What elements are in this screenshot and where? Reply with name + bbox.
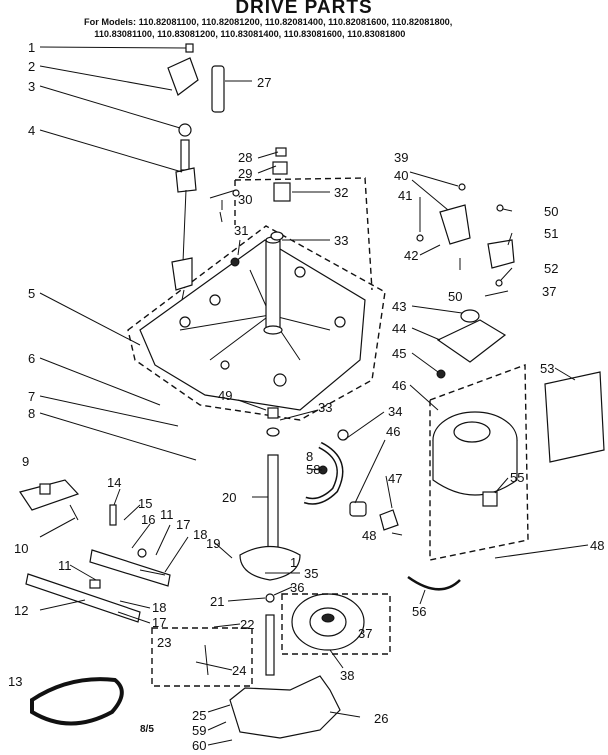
callout-51: 50 [544, 204, 558, 219]
callout-17b: 17 [152, 615, 166, 630]
callout-32: 32 [334, 185, 348, 200]
callout-20: 20 [222, 490, 236, 505]
callout-36: 36 [290, 580, 304, 595]
tube-part-27 [211, 65, 225, 113]
callout-16: 16 [141, 512, 155, 527]
callout-49b: 48 [590, 538, 604, 553]
callout-17: 17 [176, 517, 190, 532]
callout-57: 56 [412, 604, 426, 619]
diagram-title: DRIVE PARTS [235, 0, 373, 18]
callout-26: 26 [374, 711, 388, 726]
callout-33: 33 [334, 233, 348, 248]
capacitor [349, 501, 367, 517]
callout-10: 10 [14, 541, 28, 556]
agitator-shaft [239, 407, 301, 676]
callout-23: 23 [157, 635, 171, 650]
callout-12: 12 [14, 603, 28, 618]
callout-49: 48 [362, 528, 376, 543]
callout-46: 46 [392, 378, 406, 393]
motor-shield [544, 371, 605, 463]
clip-57 [407, 575, 461, 591]
callout-60: 60 [192, 738, 206, 753]
callout-9: 9 [22, 454, 29, 469]
gear-case [229, 675, 341, 739]
callout-38: 38 [340, 668, 354, 683]
callout-5: 5 [28, 286, 35, 301]
callout-3: 3 [28, 79, 35, 94]
drive-motor [432, 411, 518, 507]
callout-1: 1 [28, 40, 35, 55]
callout-48: 47 [388, 471, 402, 486]
drive-belt [30, 677, 124, 726]
callout-31: 31 [234, 223, 248, 238]
callout-27: 27 [257, 75, 271, 90]
hardware-28-33 [219, 147, 291, 267]
callout-55: 53 [540, 361, 554, 376]
callout-1b: 1 [290, 555, 297, 570]
callout-33b: 33 [318, 400, 332, 415]
motor-bracket [436, 319, 507, 363]
hose-58-inner [304, 443, 342, 504]
model-list-line-1: For Models: 110.82081100, 110.82081200, … [84, 17, 453, 27]
callout-6: 6 [28, 351, 35, 366]
model-list-line-2: 110.83081100, 110.83081200, 110.83081400… [94, 29, 406, 39]
callout-37b: 37 [542, 284, 556, 299]
callout-7: 7 [28, 389, 35, 404]
center-spindle [263, 236, 283, 335]
callout-59: 59 [192, 723, 206, 738]
callout-43: 43 [392, 299, 406, 314]
callout-14: 14 [107, 475, 121, 490]
callout-56: 55 [510, 470, 524, 485]
callout-8b: 8 [306, 449, 313, 464]
leader-lines [39, 46, 589, 746]
callout-labels: 1 2 3 4 5 6 7 8 9 10 11 12 13 14 15 16 1… [8, 40, 604, 753]
callout-52: 51 [544, 226, 558, 241]
callout-11: 11 [58, 558, 72, 573]
callout-58: 58 [306, 462, 320, 477]
callout-29: 29 [238, 166, 252, 181]
callout-28: 28 [238, 150, 252, 165]
callout-40: 40 [394, 168, 408, 183]
callout-13: 13 [8, 674, 22, 689]
callout-4: 4 [28, 123, 35, 138]
hardware-group-box [234, 177, 373, 291]
base-plate [127, 225, 386, 421]
linkage-parts [19, 479, 171, 623]
callout-21: 21 [210, 594, 224, 609]
callout-15: 15 [138, 496, 152, 511]
model-list: For Models: 110.82081100, 110.82081200, … [84, 16, 604, 40]
page-reference: 8/5 [140, 724, 154, 735]
callout-22: 22 [240, 617, 254, 632]
hardware-box-23-24 [151, 627, 253, 687]
callout-18: 18 [193, 527, 207, 542]
brackets-39-53 [416, 183, 515, 287]
callout-8: 8 [28, 406, 35, 421]
callout-24: 24 [232, 663, 246, 678]
callout-2: 2 [28, 59, 35, 74]
callout-34: 34 [388, 404, 402, 419]
callout-11b: 11 [160, 507, 174, 522]
callout-45: 45 [392, 346, 406, 361]
callout-18b: 18 [152, 600, 166, 615]
callout-37: 37 [358, 626, 372, 641]
callout-39: 39 [394, 150, 408, 165]
callout-50: 49 [218, 388, 232, 403]
callout-47: 46 [386, 424, 400, 439]
callout-35: 35 [304, 566, 318, 581]
shift-rod-assembly [167, 43, 199, 301]
callout-44: 44 [392, 321, 406, 336]
callout-53: 52 [544, 261, 558, 276]
callout-41: 41 [398, 188, 412, 203]
drive-pulley [281, 593, 391, 655]
callout-30: 30 [238, 192, 252, 207]
callout-51b: 50 [448, 289, 462, 304]
callout-25: 25 [192, 708, 206, 723]
callout-19: 19 [206, 536, 220, 551]
callout-42: 42 [404, 248, 418, 263]
